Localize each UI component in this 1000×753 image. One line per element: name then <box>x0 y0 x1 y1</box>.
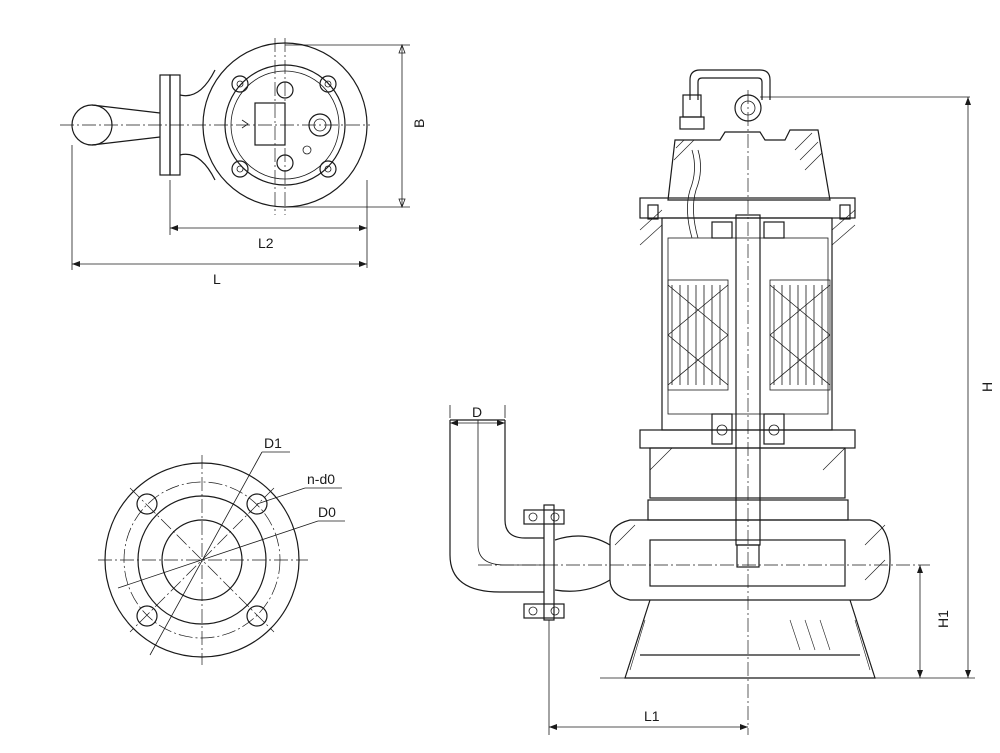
outlet-flange-side <box>543 504 555 621</box>
dim-label-L2: L2 <box>258 235 274 251</box>
elbow-pipe-inner <box>504 420 544 539</box>
bolt-hole <box>246 605 268 627</box>
outlet-neck <box>554 535 611 592</box>
flange-view: D1 n-d0 D0 <box>98 435 345 665</box>
lower-bearing <box>711 413 733 445</box>
motor-body <box>661 217 833 431</box>
stator-winding-right <box>769 279 831 391</box>
dim-label-D0: D0 <box>318 504 336 520</box>
dim-label-D: D <box>472 404 482 420</box>
impeller-nut <box>736 544 760 568</box>
elbow-pipe-outer <box>449 420 544 593</box>
upper-bearing <box>711 221 733 239</box>
dim-label-L1: L1 <box>644 708 660 724</box>
dim-label-H: H <box>979 382 995 392</box>
dim-label-L: L <box>213 271 221 287</box>
top-view: B L2 L <box>60 38 427 287</box>
pump-volute <box>609 519 891 601</box>
bolt-hole <box>136 493 158 515</box>
dim-label-D1: D1 <box>264 435 282 451</box>
dim-label-n-d0: n-d0 <box>307 471 335 487</box>
bolt-hole <box>136 605 158 627</box>
dim-label-B: B <box>411 119 427 128</box>
bolt-hole <box>246 493 268 515</box>
stator-winding-left <box>667 279 729 391</box>
base-stand <box>624 599 876 679</box>
top-cover <box>667 129 831 201</box>
dim-label-H1: H1 <box>935 610 951 628</box>
side-section-view: D H H1 L1 <box>449 69 995 735</box>
cable <box>689 69 771 100</box>
